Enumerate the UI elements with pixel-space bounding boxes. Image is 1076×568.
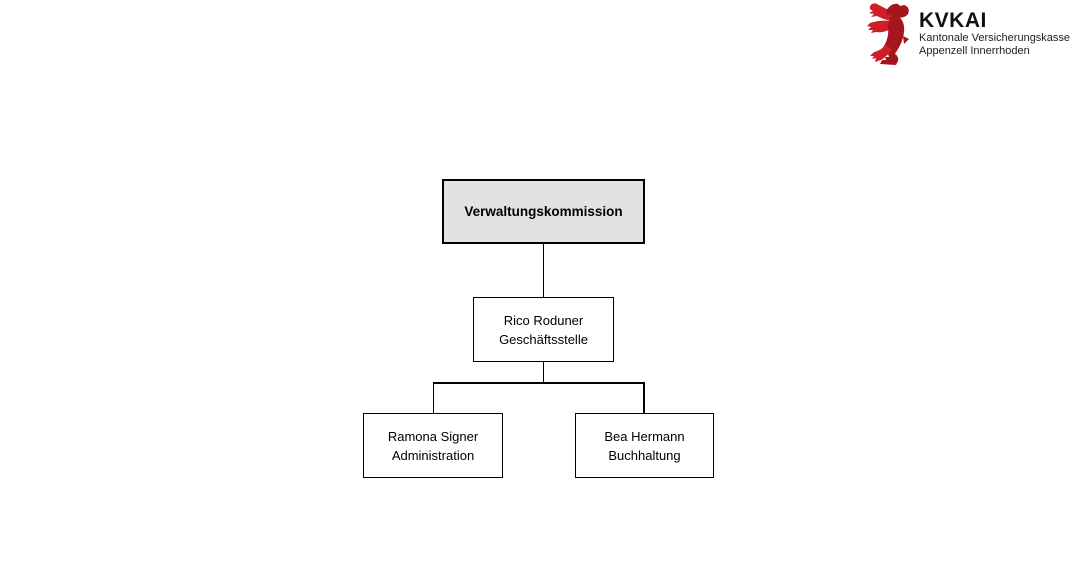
logo-subtitle-1: Kantonale Versicherungskasse [919, 32, 1071, 44]
org-node-buchhaltung: Bea Hermann Buchhaltung [575, 413, 714, 478]
org-node-label: Verwaltungskommission [464, 204, 623, 219]
logo-text: KVKAI Kantonale Versicherungskasse Appen… [919, 3, 1070, 58]
person-name: Bea Hermann [604, 428, 685, 444]
appenzell-bear-icon [867, 3, 909, 65]
connector-drop-right [643, 382, 645, 413]
person-role: Administration [391, 447, 475, 463]
person-role: Geschäftsstelle [499, 331, 588, 347]
connector-drop-left [432, 382, 434, 413]
logo-brand: KVKAI [919, 9, 987, 32]
kvkai-logo: KVKAI Kantonale Versicherungskasse Appen… [866, 3, 1071, 65]
org-node-administration: Ramona Signer Administration [363, 413, 503, 478]
connector-horizontal-bar [432, 382, 645, 384]
person-name: Rico Roduner [503, 312, 584, 328]
org-node-geschaeftsstelle: Rico Roduner Geschäftsstelle [473, 297, 614, 362]
connector-root-to-manager [542, 244, 544, 297]
org-node-verwaltungskommission: Verwaltungskommission [442, 179, 645, 244]
logo-subtitle-2: Appenzell Innerrhoden [919, 45, 1030, 57]
person-role: Buchhaltung [608, 447, 681, 463]
person-name: Ramona Signer [387, 428, 479, 444]
connector-manager-down [542, 362, 544, 383]
